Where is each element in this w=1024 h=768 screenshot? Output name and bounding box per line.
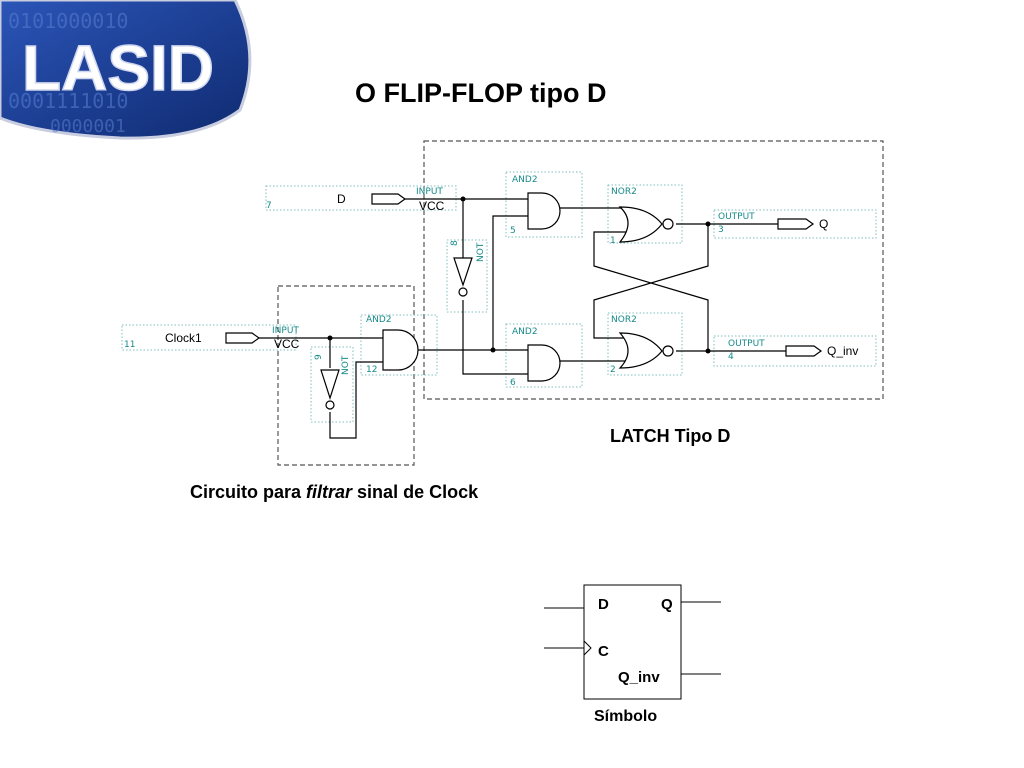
logo-binary-3: 0000001 (50, 116, 126, 137)
pin-d-input: 7 (266, 201, 272, 211)
schematic (121, 140, 884, 466)
label-not-clock: NOT (341, 355, 351, 375)
clock-caption-emphasis: filtrar (306, 482, 353, 502)
flipflop-symbol (544, 584, 721, 700)
pin-clock-input: 11 (124, 340, 135, 350)
label-input-clock: INPUT (272, 326, 299, 336)
logo-binary-2: 0001111010 (8, 89, 128, 113)
signal-clock: Clock1 (165, 331, 202, 345)
schematic-labels: INPUT VCC INPUT VCC D Clock1 Q Q_inv AND… (124, 175, 858, 388)
symbol-q-label: Q (661, 596, 673, 613)
label-not-data: NOT (476, 242, 486, 262)
label-and-clock: AND2 (366, 315, 392, 325)
signal-d: D (337, 192, 346, 206)
signal-q: Q (819, 217, 828, 231)
label-input-d: INPUT (416, 187, 443, 197)
pin-not-clock: 9 (314, 354, 324, 360)
label-output-qinv: OUTPUT (728, 339, 765, 349)
pin-nor-bottom: 2 (610, 365, 616, 375)
pin-and-top: 5 (510, 226, 516, 236)
pin-nor-top: 1 (610, 236, 616, 246)
label-vcc-clock: VCC (274, 337, 300, 351)
label-and-bottom: AND2 (512, 327, 538, 337)
symbol-d-label: D (598, 596, 609, 613)
page-title: O FLIP-FLOP tipo D (355, 78, 607, 108)
label-nor-bottom: NOR2 (611, 315, 637, 325)
symbol-box (583, 584, 682, 700)
label-vcc-d: VCC (419, 199, 445, 213)
pin-and-bottom: 6 (510, 378, 516, 388)
clock-triangle-icon (583, 640, 592, 656)
clock-caption-prefix: Circuito para (190, 482, 307, 502)
pin-qinv-output: 4 (728, 352, 734, 362)
logo-text: LASID (22, 32, 214, 104)
signal-qinv: Q_inv (827, 344, 858, 358)
clock-filter-caption: Circuito para filtrar sinal de Clock (190, 482, 478, 503)
latch-region (423, 140, 884, 400)
lasid-logo: 0101000010 0001111010 0000001 LASID (0, 0, 252, 140)
symbol-qinv-label: Q_inv (618, 669, 660, 686)
pin-and-clock: 12 (366, 365, 377, 375)
pin-q-output: 3 (718, 225, 724, 235)
label-and-top: AND2 (512, 175, 538, 185)
clock-caption-suffix: sinal de Clock (352, 482, 479, 502)
symbol-labels: D Q C Q_inv (598, 596, 673, 686)
symbol-c-label: C (598, 643, 609, 660)
logo-binary-1: 0101000010 (8, 9, 128, 33)
latch-caption: LATCH Tipo D (610, 426, 731, 446)
pin-not-data: 8 (450, 240, 460, 246)
label-output-q: OUTPUT (718, 212, 755, 222)
symbol-caption: Símbolo (594, 708, 658, 725)
label-nor-top: NOR2 (611, 187, 637, 197)
